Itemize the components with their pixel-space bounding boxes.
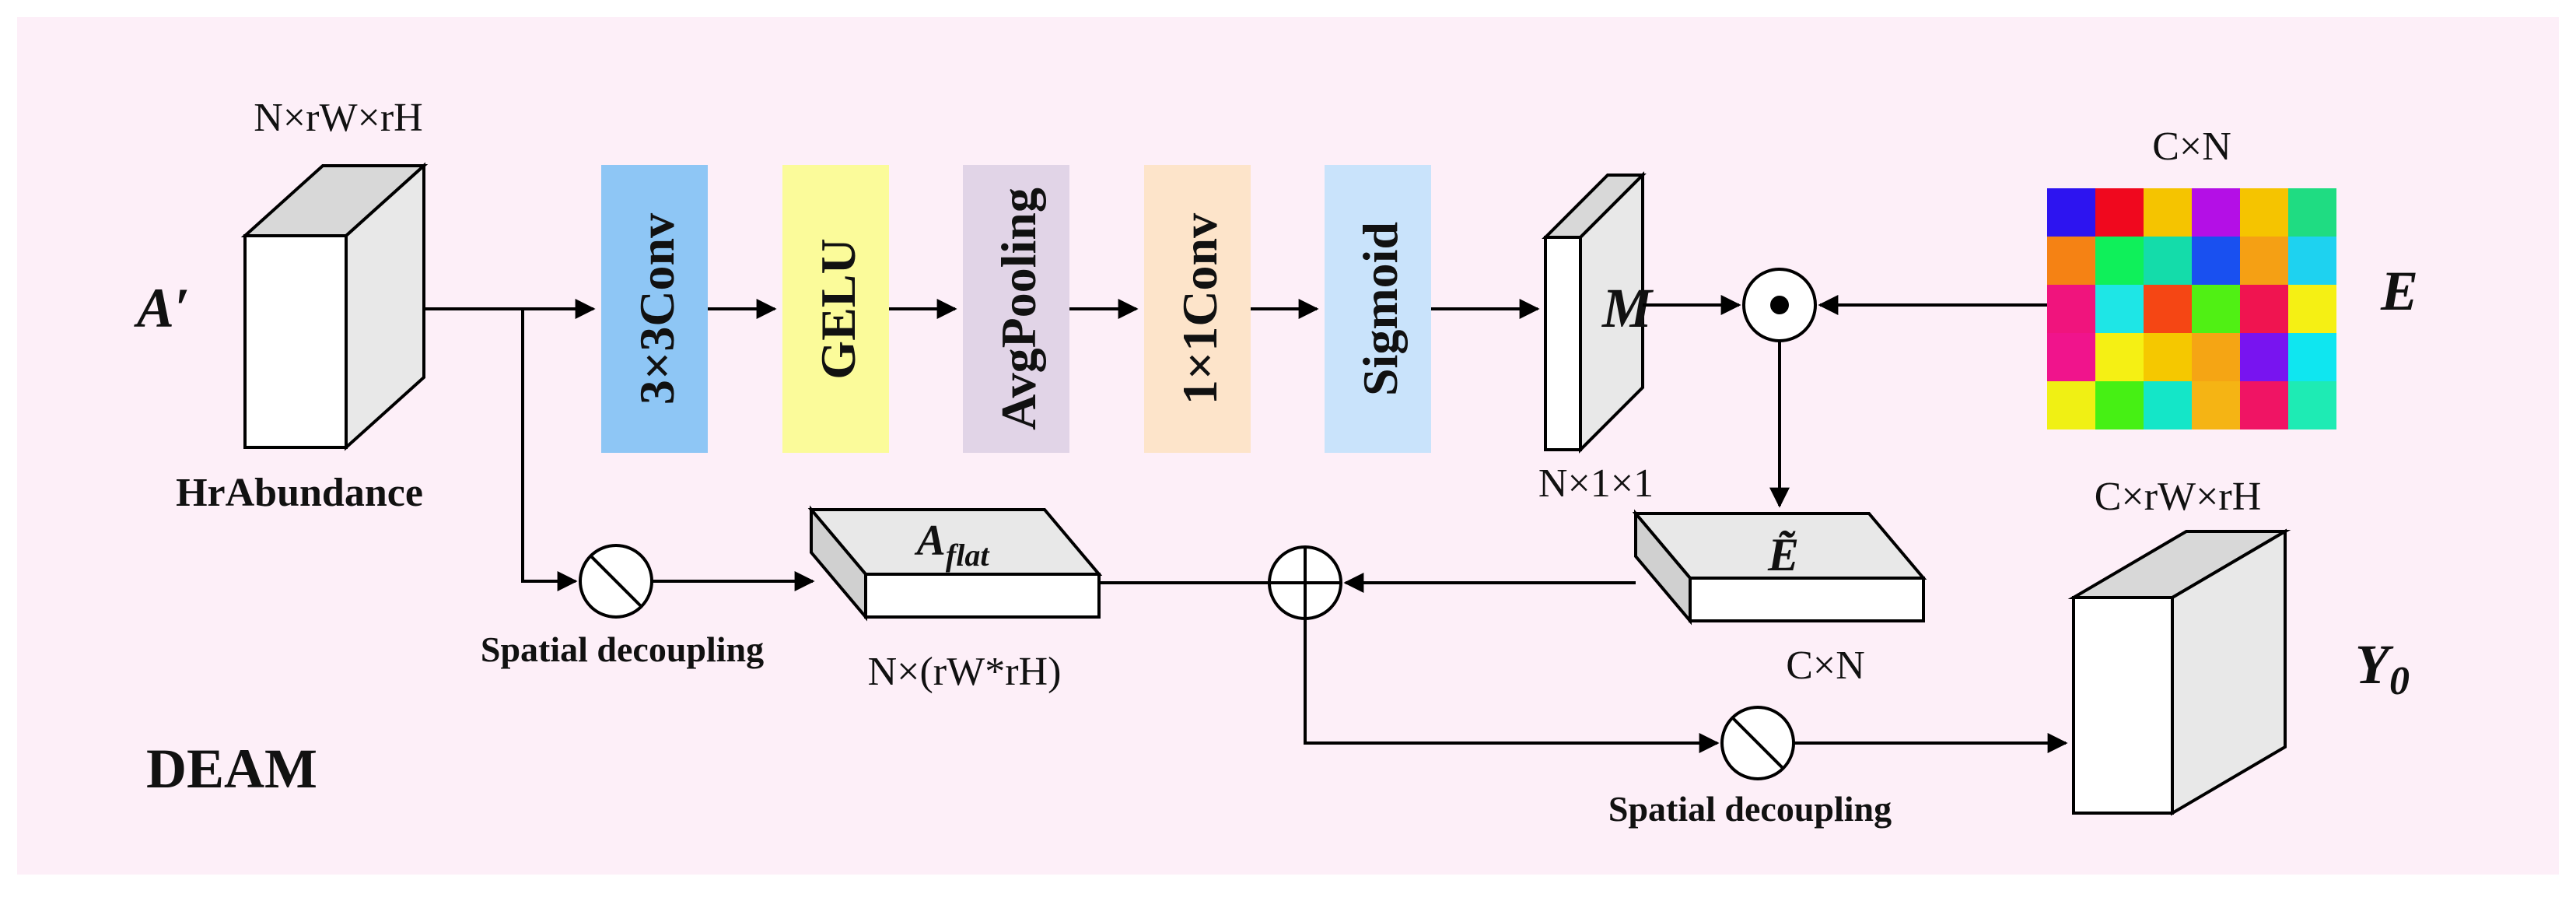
- block-conv3: 3×3Conv: [601, 165, 708, 453]
- block-sigmoid-label: Sigmoid: [1353, 222, 1408, 396]
- a-flat-slab: [807, 505, 1103, 622]
- decouple-operator-2: [1720, 706, 1795, 780]
- e-tilde-front: [1689, 577, 1925, 622]
- input-dims: N×rW×rH: [254, 96, 422, 140]
- hadamard-dot: [1770, 296, 1789, 314]
- endmember-cell-2-2: [2144, 285, 2192, 333]
- endmember-cell-2-4: [2240, 285, 2288, 333]
- endmember-dims: C×N: [2152, 124, 2231, 169]
- decouple-label-1: Spatial decoupling: [481, 629, 764, 669]
- endmember-cell-1-3: [2192, 237, 2240, 285]
- block-sigmoid: Sigmoid: [1325, 165, 1431, 453]
- sum-operator: [1268, 545, 1342, 620]
- block-gelu: GELU: [782, 165, 889, 453]
- endmember-symbol: E: [2380, 260, 2418, 322]
- endmember-cell-0-4: [2240, 188, 2288, 237]
- endmember-cell-3-2: [2144, 333, 2192, 381]
- module-name: DEAM: [146, 738, 317, 800]
- endmember-cell-0-3: [2192, 188, 2240, 237]
- endmember-cell-1-4: [2240, 237, 2288, 285]
- block-conv3-box: [601, 165, 708, 453]
- output-symbol: Y0: [2355, 633, 2410, 703]
- output-main: Y: [2355, 633, 2394, 696]
- hadamard-operator: [1742, 268, 1817, 342]
- block-gelu-box: [782, 165, 889, 453]
- edge-branch-down: [521, 309, 578, 591]
- endmember-cell-3-4: [2240, 333, 2288, 381]
- input-caption: HrAbundance: [176, 471, 423, 515]
- endmember-cell-1-2: [2144, 237, 2192, 285]
- decouple-operator-1: [579, 544, 653, 619]
- endmember-cell-4-1: [2095, 381, 2144, 429]
- endmember-cell-2-0: [2047, 285, 2095, 333]
- block-conv3-label: 3×3Conv: [629, 213, 684, 405]
- a-flat-dims: N×(rW*rH): [868, 650, 1062, 694]
- endmember-cell-0-0: [2047, 188, 2095, 237]
- endmember-cell-3-1: [2095, 333, 2144, 381]
- endmember-cell-2-1: [2095, 285, 2144, 333]
- endmember-cell-4-4: [2240, 381, 2288, 429]
- block-conv1-box: [1144, 165, 1251, 453]
- a-flat-symbol: Aflat: [915, 517, 991, 573]
- output-dims: C×rW×rH: [2095, 475, 2262, 519]
- endmember-cell-3-5: [2288, 333, 2336, 381]
- block-avgpool: AvgPooling: [963, 165, 1069, 453]
- a-flat-front: [864, 573, 1101, 619]
- block-conv1-label: 1×1Conv: [1172, 213, 1227, 405]
- endmember-matrix: [2047, 188, 2336, 429]
- mask-dims: N×1×1: [1538, 461, 1654, 506]
- block-avgpool-label: AvgPooling: [991, 188, 1046, 430]
- endmember-cell-2-5: [2288, 285, 2336, 333]
- connectors: [424, 295, 2068, 753]
- input-symbol: A′: [134, 277, 190, 339]
- input-cube: [240, 162, 429, 451]
- e-tilde-slab: [1632, 509, 1927, 626]
- output-cube-front: [2072, 596, 2174, 815]
- a-flat-sub: flat: [946, 538, 990, 573]
- endmember-cell-1-1: [2095, 237, 2144, 285]
- edge-sum-down: [1304, 619, 1720, 753]
- endmember-cell-3-3: [2192, 333, 2240, 381]
- endmember-cell-3-0: [2047, 333, 2095, 381]
- e-tilde-dims: C×N: [1786, 643, 1865, 688]
- e-tilde-symbol: Ẽ: [1767, 529, 1799, 580]
- endmember-cell-0-1: [2095, 188, 2144, 237]
- mask-slab: [1542, 171, 1647, 454]
- block-sigmoid-box: [1325, 165, 1431, 453]
- decouple-2-slash: [1731, 717, 1784, 770]
- decouple-label-2: Spatial decoupling: [1608, 789, 1892, 829]
- mask-slab-front: [1544, 236, 1582, 451]
- endmember-cell-4-5: [2288, 381, 2336, 429]
- endmember-cell-4-2: [2144, 381, 2192, 429]
- decouple-1-slash: [590, 555, 642, 608]
- endmember-cell-0-2: [2144, 188, 2192, 237]
- endmember-cell-1-5: [2288, 237, 2336, 285]
- endmember-cell-4-0: [2047, 381, 2095, 429]
- input-cube-front: [243, 234, 348, 449]
- output-cube: [2067, 528, 2291, 816]
- block-conv1: 1×1Conv: [1144, 165, 1251, 453]
- block-gelu-label: GELU: [810, 238, 866, 379]
- block-avgpool-box: [963, 165, 1069, 453]
- endmember-cell-1-0: [2047, 237, 2095, 285]
- output-sub: 0: [2389, 659, 2410, 703]
- endmember-cell-2-3: [2192, 285, 2240, 333]
- mask-symbol: M: [1601, 277, 1654, 339]
- endmember-cell-0-5: [2288, 188, 2336, 237]
- a-flat-main: A: [915, 517, 946, 565]
- endmember-cell-4-3: [2192, 381, 2240, 429]
